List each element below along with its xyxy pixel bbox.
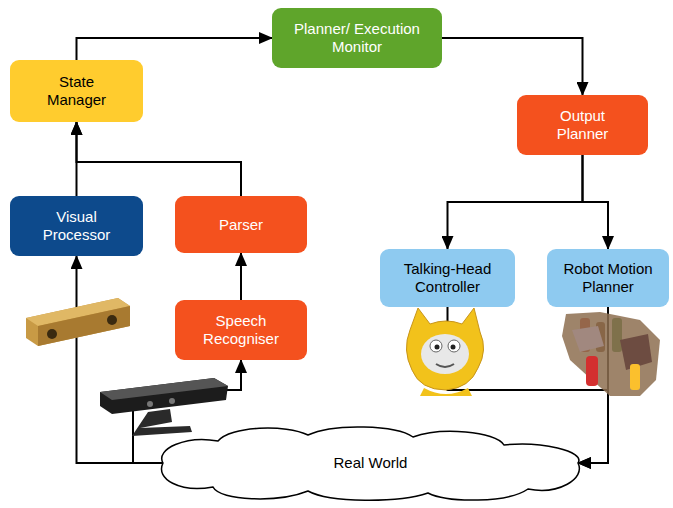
node-label: Visual Processor: [31, 208, 123, 244]
node-label: Planner/ Execution Monitor: [287, 20, 427, 56]
visual-processor-box: Visual Processor: [10, 196, 143, 256]
node-label: State Manager: [37, 73, 117, 109]
flow-arrow: [448, 155, 583, 249]
robot-hand: [562, 312, 660, 396]
real-world-cloud: Real World: [158, 423, 583, 503]
talking-head: [406, 308, 483, 396]
planner-box: Planner/ Execution Monitor: [272, 8, 442, 68]
robot-motion-planner-box: Robot Motion Planner: [547, 249, 669, 307]
node-label: Robot Motion Planner: [555, 260, 661, 296]
kinect-sensor: [100, 378, 228, 436]
node-label: Real World: [334, 454, 408, 472]
flow-arrow: [583, 155, 609, 249]
speech-recogniser-box: Speech Recogniser: [175, 300, 307, 360]
flow-arrow: [77, 122, 242, 196]
stereo-camera: [26, 298, 130, 346]
talking-head-controller-box: Talking-Head Controller: [380, 249, 515, 307]
node-label: Talking-Head Controller: [393, 260, 503, 296]
parser-box: Parser: [175, 196, 307, 253]
output-planner-box: Output Planner: [517, 95, 648, 155]
node-label: Speech Recogniser: [191, 312, 291, 348]
state-manager-box: State Manager: [10, 60, 143, 122]
node-label: Output Planner: [543, 107, 623, 143]
flow-arrow: [240, 253, 242, 300]
flow-arrow: [77, 38, 273, 60]
flow-arrow: [442, 38, 583, 95]
node-label: Parser: [219, 216, 263, 234]
